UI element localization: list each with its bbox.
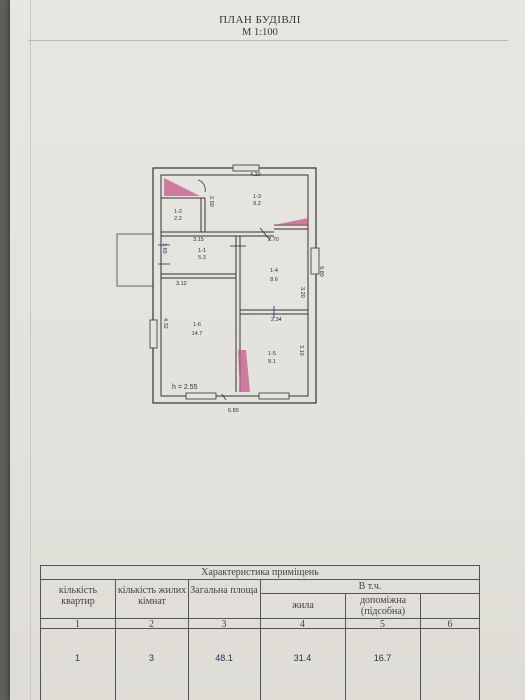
table-caption: Характеристика приміщень (201, 567, 319, 578)
room-1-1-area: 5.3 (198, 255, 206, 261)
header-total-area: Загальна площа (190, 585, 258, 596)
outer-wall-inner (160, 174, 309, 397)
header-rule (28, 40, 508, 41)
porch-outline (116, 233, 154, 287)
page-margin-line (30, 0, 31, 700)
col-number-2: 2 (149, 619, 154, 630)
scale-label: М 1:100 (242, 27, 278, 38)
col-number-1: 1 (75, 619, 80, 630)
room-1-6-area: 14.7 (192, 331, 203, 337)
dimension-ticks (158, 227, 275, 401)
header-apartments: кількість квартир (58, 585, 98, 607)
dim-315: 3.15 (193, 237, 204, 243)
room-1-2-area: 2.2 (174, 216, 182, 222)
value-living-area: 31.4 (293, 653, 312, 663)
dim-312: 3.12 (176, 281, 187, 287)
col-number-4: 4 (300, 619, 305, 630)
room-1-5-area: 8.1 (268, 359, 276, 365)
value-auxiliary-area: 16.7 (373, 653, 392, 663)
dim-432: 4.32 (162, 318, 168, 329)
document-sheet (10, 0, 525, 700)
ceiling-height: h = 2.55 (172, 384, 198, 391)
room-1-1-id: 1-1 (198, 248, 206, 254)
dim-270: 2.70 (268, 237, 279, 243)
col-number-5: 5 (380, 619, 385, 630)
room-1-4-id: 1-4 (270, 268, 278, 274)
value-total-area: 48.1 (215, 653, 233, 663)
table-in-total: В т.ч. (358, 581, 382, 592)
dim-310: 3.10 (298, 345, 304, 356)
room-1-5-id: 1-5 (268, 351, 276, 357)
dim-320: 3.20 (299, 287, 305, 298)
room-1-4-area: 8.6 (270, 277, 278, 283)
document-title: ПЛАН БУДІВЛІ (219, 14, 301, 26)
col-number-6: 6 (447, 619, 453, 630)
header-living-rooms: кількість жилих кімнат (117, 585, 187, 607)
header-living-area: жила (292, 600, 314, 611)
dim-234: 2.34 (271, 317, 282, 323)
dim-bottom: 6.80 (228, 408, 239, 414)
value-apartments: 1 (74, 653, 80, 663)
dim-165: 1.65 (161, 243, 167, 254)
interior-walls (161, 197, 308, 392)
door-swing-arc (197, 179, 206, 193)
room-1-3-id: 1-3 (253, 194, 261, 200)
room-1-2-id: 1-2 (174, 209, 182, 215)
dim-top: 4.20 (250, 172, 261, 178)
col-number-3: 3 (221, 619, 227, 630)
characteristics-table: Характеристика приміщень В т.ч. кількіст… (40, 565, 480, 700)
room-1-6-id: 1-6 (193, 322, 201, 328)
dim-250: 2.50 (208, 196, 214, 207)
room-1-3-area: 9.2 (253, 201, 261, 207)
header-auxiliary-area: допоміжна (підсобна) (359, 595, 407, 617)
value-living-rooms: 3 (148, 653, 154, 663)
stairs-markers (164, 178, 308, 392)
windows (149, 164, 320, 400)
dim-980: 9.80 (318, 266, 324, 277)
